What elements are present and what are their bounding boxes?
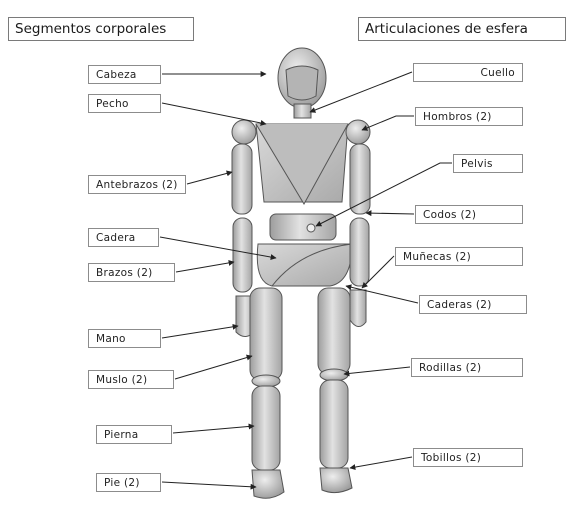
left-shin [252, 386, 280, 470]
waist-shape [270, 214, 336, 240]
left-knee [252, 375, 280, 387]
label-pierna: Pierna [96, 425, 172, 444]
label-codos: Codos (2) [415, 205, 523, 224]
left-forearm [233, 218, 252, 292]
right-thigh [318, 288, 350, 374]
header-segmentos: Segmentos corporales [8, 17, 194, 41]
header-articulaciones: Articulaciones de esfera [358, 17, 566, 41]
label-rodillas: Rodillas (2) [411, 358, 523, 377]
left-thigh [250, 288, 282, 380]
face-visor [286, 66, 318, 100]
label-pecho: Pecho [88, 94, 161, 113]
label-pie: Pie (2) [96, 473, 161, 492]
arrow-brazos [176, 262, 234, 272]
right-shin [320, 380, 348, 468]
label-tobillos: Tobillos (2) [413, 448, 523, 467]
pelvis-joint [307, 224, 315, 232]
figure-body [232, 48, 370, 498]
arrow-codos [366, 213, 414, 214]
label-pelvis: Pelvis [453, 154, 523, 173]
arrow-antebrazos [187, 172, 232, 184]
arrow-pie [162, 482, 256, 487]
label-munecas: Muñecas (2) [395, 247, 523, 266]
arrow-rodillas [344, 367, 410, 374]
label-muslo: Muslo (2) [88, 370, 174, 389]
label-antebrazos: Antebrazos (2) [88, 175, 186, 194]
label-hombros: Hombros (2) [415, 107, 523, 126]
left-foot [252, 470, 284, 498]
right-forearm [350, 218, 369, 286]
arrow-tobillos [350, 457, 412, 468]
label-cabeza: Cabeza [88, 65, 161, 84]
left-shoulder [232, 120, 256, 144]
right-hand [350, 290, 366, 327]
label-cuello: Cuello [413, 63, 523, 82]
right-foot [320, 468, 352, 493]
label-mano: Mano [88, 329, 161, 348]
arrow-pierna [173, 426, 254, 433]
left-upper-arm [232, 144, 252, 214]
arrow-muslo [175, 356, 252, 379]
arrow-mano [162, 326, 238, 338]
arrow-pecho [162, 103, 266, 124]
label-brazos: Brazos (2) [88, 263, 175, 282]
label-caderas: Caderas (2) [419, 295, 527, 314]
hip-shape [257, 244, 352, 286]
neck-shape [294, 104, 311, 118]
right-shoulder [346, 120, 370, 144]
right-knee [320, 369, 348, 381]
label-cadera: Cadera [88, 228, 159, 247]
